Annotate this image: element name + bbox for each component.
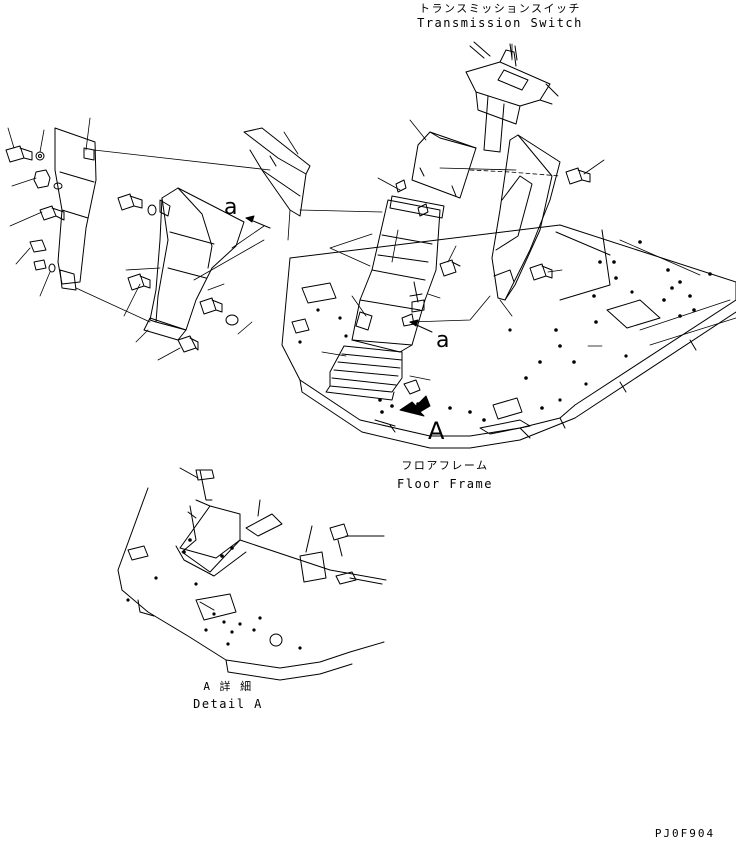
floor-frame (281, 224, 736, 449)
floor-frame-label-en: Floor Frame (397, 477, 493, 491)
column-bracket (351, 195, 445, 353)
fasteners-left (5, 145, 591, 395)
detail-a-view (117, 467, 387, 681)
transmission-switch-label-jp: トランスミッションスイッチ (418, 2, 582, 15)
detail-a-label-en: Detail A (193, 697, 263, 711)
left-center-cover (143, 187, 245, 341)
left-side-cover (54, 127, 97, 291)
transmission-switch (465, 41, 559, 153)
view-A-marker: A (428, 417, 445, 445)
view-a-marker-lower: a (436, 328, 450, 353)
detail-a-label-jp: A 詳 細 (203, 680, 253, 693)
transmission-switch-label-en: Transmission Switch (417, 16, 583, 30)
rubber-boot (325, 345, 403, 401)
view-a-marker-upper: a (224, 195, 238, 220)
detail-a-holes (126, 538, 302, 650)
drawing-code: PJ0F904 (654, 827, 716, 840)
view-arrows (245, 215, 433, 417)
column-cover-plate (411, 131, 477, 199)
left-top-bracket (243, 127, 311, 217)
leader-lines (7, 43, 605, 381)
right-dash-panel (491, 134, 561, 301)
floor-holes (298, 240, 712, 422)
floor-frame-label-jp: フロアフレーム (401, 459, 489, 472)
